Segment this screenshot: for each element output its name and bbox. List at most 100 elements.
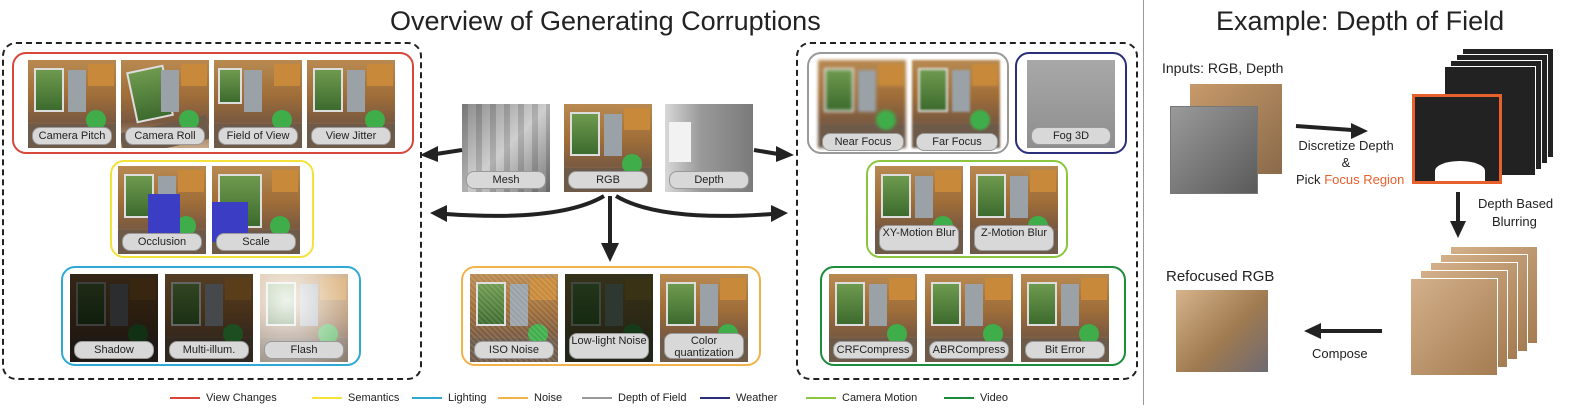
left-container: [2, 42, 422, 380]
legend-label: Lighting: [448, 392, 487, 404]
tile-bit-error: Bit Error: [1021, 274, 1109, 362]
tile-label: Multi-illum.: [169, 341, 249, 359]
tile-abr-compress: ABRCompress: [925, 274, 1013, 362]
tile-label-far-focus: Far Focus: [916, 133, 998, 151]
arrow-down-icon: [601, 196, 619, 262]
group-lighting: [61, 266, 361, 366]
legend-label: Noise: [534, 392, 563, 404]
tile-label: ISO Noise: [474, 341, 554, 359]
compose-label: Compose: [1312, 346, 1368, 361]
tile-label: RGB: [568, 171, 648, 189]
arrow-right-icon: [753, 146, 794, 162]
arrow-left-icon: [420, 146, 463, 162]
arrow-compose-icon: [1304, 323, 1382, 339]
refocused-thumb: [1176, 290, 1268, 372]
legend-label: Video: [980, 392, 1008, 404]
tile-label: Shadow: [74, 341, 154, 359]
arrow-blurring-icon: [1450, 192, 1466, 238]
pick-focus-label: Pick Focus Region: [1296, 172, 1404, 187]
blurred-slices-stack: [1410, 246, 1560, 382]
legend-swatch: [312, 397, 342, 400]
legend-swatch: [944, 397, 974, 400]
tile-camera-pitch: Camera Pitch: [28, 60, 116, 148]
tile-camera-roll: Camera Roll: [121, 60, 209, 148]
tile-multi-illum: Multi-illum.: [165, 274, 253, 362]
group-noise: [461, 266, 761, 366]
tile-label: XY-Motion Blur: [879, 225, 959, 251]
tile-label: ABRCompress: [929, 341, 1009, 359]
tile-low-light-noise: Low-light Noise: [565, 274, 653, 362]
legend-swatch: [806, 397, 836, 400]
tile-crf-compress: CRFCompress: [829, 274, 917, 362]
legend-depth-of-field: Depth of Field: [582, 392, 686, 406]
tile-depth: Depth: [665, 104, 753, 192]
legend-view-changes: View Changes: [170, 392, 277, 406]
tile-view-jitter: View Jitter: [307, 60, 395, 148]
legend-label: View Changes: [206, 392, 277, 404]
tile-label: Depth: [669, 171, 749, 189]
tile-scale: Scale: [212, 166, 300, 254]
tile-occlusion: Occlusion: [118, 166, 206, 254]
tile-label: Occlusion: [122, 233, 202, 251]
group-depth-of-field: [807, 52, 1009, 154]
legend-weather: Weather: [700, 392, 777, 406]
example-title: Example: Depth of Field: [1216, 6, 1505, 36]
arrow-curve-right-icon: [614, 194, 788, 222]
tile-label: Scale: [216, 233, 296, 251]
group-video: [820, 266, 1126, 366]
tile-label: Field of View: [218, 127, 298, 145]
legend-semantics: Semantics: [312, 392, 399, 406]
focus-region-label: Focus Region: [1324, 172, 1405, 187]
legend-swatch: [170, 397, 200, 400]
legend-label: Semantics: [348, 392, 400, 404]
group-camera-motion: [866, 160, 1068, 258]
tile-label: CRFCompress: [833, 341, 913, 359]
input-depth-thumb: [1170, 106, 1258, 194]
legend-label: Weather: [736, 392, 778, 404]
legend-swatch: [412, 397, 442, 400]
tile-mesh: Mesh: [462, 104, 550, 192]
legend-noise: Noise: [498, 392, 562, 406]
tile-shadow: Shadow: [70, 274, 158, 362]
tile-fog-3d: Fog 3D: [1027, 60, 1115, 148]
tile-color-quantization: Color quantization: [660, 274, 748, 362]
tile-z-motion-blur: Z-Motion Blur: [970, 166, 1058, 254]
tile-label: Low-light Noise: [569, 333, 649, 359]
legend-swatch: [700, 397, 730, 400]
group-weather: [1015, 52, 1127, 154]
tile-label: Camera Roll: [125, 127, 205, 145]
overview-title: Overview of Generating Corruptions: [390, 6, 821, 36]
tile-label: Z-Motion Blur: [974, 225, 1054, 251]
legend-label: Camera Motion: [842, 392, 918, 404]
right-container: [796, 42, 1138, 380]
tile-label: Bit Error: [1025, 341, 1105, 359]
legend-camera-motion: Camera Motion: [806, 392, 917, 406]
arrow-discretize-icon: [1295, 123, 1368, 139]
amp-label: &: [1341, 155, 1351, 170]
tile-label-near-focus: Near Focus: [822, 133, 904, 151]
tile-rgb: RGB: [564, 104, 652, 192]
section-divider: [1143, 0, 1144, 405]
group-semantics: [110, 160, 314, 258]
tile-label: View Jitter: [311, 127, 391, 145]
tile-flash: Flash: [260, 274, 348, 362]
legend-lighting: Lighting: [412, 392, 487, 406]
arrow-curve-left-icon: [430, 194, 606, 222]
tile-label: Flash: [264, 341, 344, 359]
tile-field-of-view: Field of View: [214, 60, 302, 148]
discretize-label: Discretize Depth: [1298, 138, 1394, 153]
tile-iso-noise: ISO Noise: [470, 274, 558, 362]
focus-region-slice: [1412, 94, 1502, 184]
legend-swatch: [498, 397, 528, 400]
tile-label: Color quantization: [664, 333, 744, 359]
blurring-label: Blurring: [1492, 214, 1537, 229]
legend-label: Depth of Field: [618, 392, 687, 404]
depth-based-label: Depth Based: [1478, 196, 1554, 211]
legend-swatch: [582, 397, 612, 400]
tile-label: Fog 3D: [1031, 127, 1111, 145]
tile-label: Mesh: [466, 171, 546, 189]
tile-label: Camera Pitch: [32, 127, 112, 145]
group-view-changes: [12, 52, 414, 154]
legend-video: Video: [944, 392, 1008, 406]
